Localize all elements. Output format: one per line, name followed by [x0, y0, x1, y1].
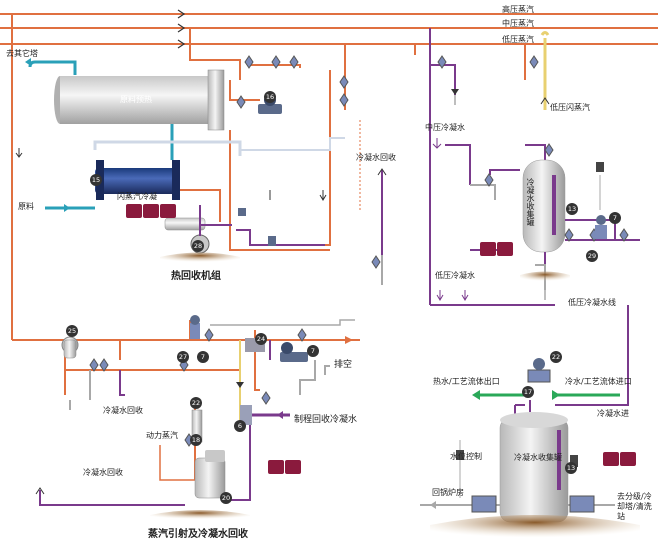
raw-material-label: 原料: [18, 202, 34, 211]
condensate-recovery-label-2: 冷凝水回收: [103, 406, 143, 415]
mp-condensate-label: 中压冷凝水: [425, 123, 465, 132]
condensate-in-label: 冷凝水进: [597, 409, 629, 418]
equipment-number: 15: [90, 174, 102, 186]
equipment-number: 29: [586, 250, 598, 262]
lp-condensate-label: 低压冷凝水: [435, 271, 475, 280]
equipment-number: 18: [190, 434, 202, 446]
arrow-icon: [25, 58, 31, 66]
steam-jet-unit-label: 蒸汽引射及冷凝水回收: [148, 529, 248, 540]
to-other-tower-label: 去其它塔: [6, 49, 38, 58]
motive-steam-label: 动力蒸汽: [146, 431, 178, 440]
vent-label: 排空: [334, 360, 353, 370]
condensate-tank-system-1: [414, 28, 640, 306]
flash-condensate-label: 闪蒸汽冷凝: [117, 192, 157, 201]
equipment-number: 22: [190, 397, 202, 409]
equipment-number: 20: [220, 492, 232, 504]
equipment-number: 27: [177, 351, 189, 363]
equipment-number: 22: [550, 351, 562, 363]
arrow-icon: [345, 336, 353, 344]
steam-headers: [0, 9, 658, 49]
equipment-number: 13: [565, 462, 577, 474]
arrow-icon: [177, 39, 186, 49]
equipment-number: 6: [234, 420, 246, 432]
lp-condensate-line-label: 低压冷凝水线: [568, 298, 616, 307]
hot-process-outlet-label: 热水/工艺流体出口: [433, 377, 500, 386]
equipment-number: 13: [566, 203, 578, 215]
condensate-tank-label-1: 冷凝水收集罐: [526, 178, 535, 226]
level-control-label: 水位控制: [450, 452, 482, 461]
condensate-tank-system-2: [420, 305, 640, 540]
condensate-tank-label-2: 冷凝水收集罐: [514, 453, 562, 462]
arrow-icon: [177, 23, 186, 33]
cold-process-inlet-label: 冷水/工艺流体进口: [565, 377, 632, 386]
heat-recovery-unit-label: 热回收机组: [171, 271, 221, 282]
equipment-number: 24: [255, 333, 267, 345]
high-pressure-steam-label: 高压蒸汽: [502, 5, 534, 14]
arrow-icon: [177, 9, 186, 19]
low-pressure-steam-label: 低压蒸汽: [502, 35, 534, 44]
steam-jet-system: [35, 315, 355, 520]
equipment-number: 7: [307, 345, 319, 357]
equipment-number: 7: [609, 212, 621, 224]
condensate-recovery-label-1: 冷凝水回收: [356, 153, 396, 162]
lp-flash-steam-label: 低压闪蒸汽: [550, 103, 590, 112]
process-condensate-label: 制程回收冷凝水: [294, 415, 358, 425]
to-cooling-label: 去分级/冷却塔/清洗站: [617, 492, 652, 521]
equipment-number: 17: [522, 386, 534, 398]
equipment-number: 28: [192, 240, 204, 252]
equipment-number: 25: [66, 325, 78, 337]
brand-badges: [126, 204, 636, 474]
heat-recovery-system: [11, 14, 387, 341]
return-boiler-label: 回锅炉房: [432, 488, 464, 497]
arrow-icon: [236, 382, 244, 388]
condensate-recovery-label-3: 冷凝水回收: [83, 468, 123, 477]
raw-preheat-label: 原料预热: [120, 95, 152, 104]
mid-pressure-steam-label: 中压蒸汽: [502, 19, 534, 28]
equipment-number: 7: [197, 351, 209, 363]
arrow-icon: [64, 204, 70, 212]
equipment-number: 16: [264, 91, 276, 103]
